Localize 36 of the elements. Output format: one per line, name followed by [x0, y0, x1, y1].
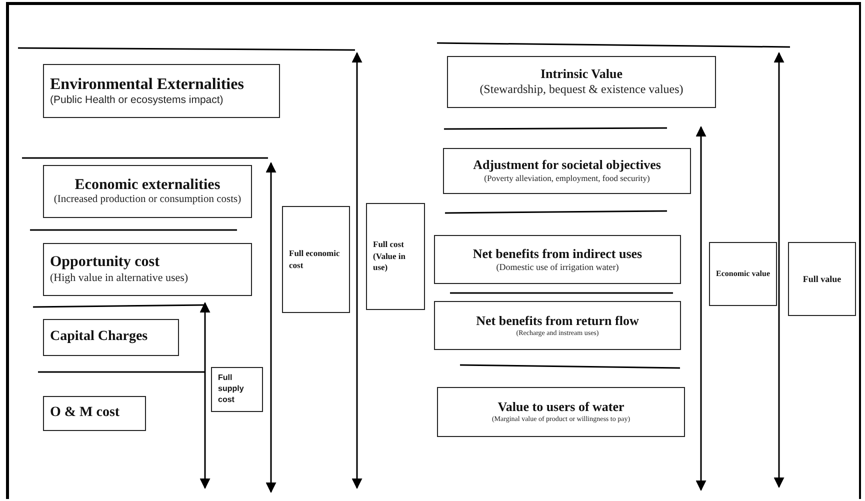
component-box: [434, 235, 681, 284]
component-box: [43, 165, 252, 218]
box-description: (Stewardship, bequest & existence values): [480, 82, 684, 97]
component-box: [443, 148, 691, 194]
label-box: [366, 203, 425, 310]
box-title: Adjustment for societal objectives: [473, 158, 661, 174]
box-label: Economic value: [716, 268, 770, 280]
label-box: [788, 242, 856, 316]
box-description: (Increased production or consumption costs): [54, 194, 242, 206]
box-title: Net benefits from return flow: [476, 314, 639, 329]
component-box: [447, 56, 716, 108]
box-title: Value to users of water: [498, 400, 624, 416]
box-description: (High value in alternative uses): [50, 272, 188, 285]
component-box: [437, 387, 685, 437]
box-title: Opportunity cost: [50, 254, 160, 272]
box-label: Full value: [802, 272, 842, 286]
label-box: [282, 206, 350, 313]
box-description: (Poverty alleviation, employment, food security): [484, 173, 650, 184]
label-box: [211, 367, 263, 412]
box-title: Net benefits from indirect uses: [472, 246, 642, 262]
box-title: Environmental Externalities: [50, 76, 244, 94]
box-label: Full cost (Value in use): [373, 239, 407, 274]
box-description: (Public Health or ecosystems impact): [50, 94, 224, 106]
box-title: Economic externalities: [74, 176, 220, 194]
component-box: [43, 64, 280, 118]
box-label: Full economic cost: [289, 248, 341, 271]
component-box: [43, 319, 179, 356]
box-description: (Domestic use of irrigation water): [496, 262, 619, 272]
component-box: [434, 301, 681, 350]
box-title: O & M cost: [50, 405, 120, 422]
label-box: [709, 242, 777, 306]
box-label: Full supply cost: [218, 373, 245, 406]
component-box: [43, 396, 146, 431]
box-title: Intrinsic Value: [540, 67, 622, 82]
box-title: Capital Charges: [50, 329, 148, 346]
component-box: [43, 243, 252, 296]
